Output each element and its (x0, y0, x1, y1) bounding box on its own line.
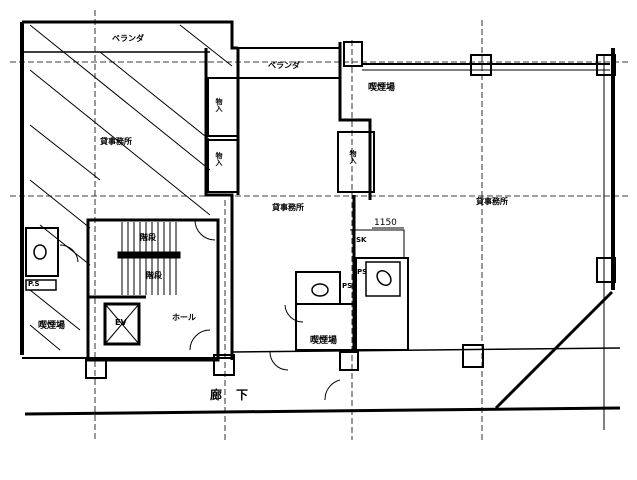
veranda-left-label: ベランダ (112, 34, 144, 43)
hall-label: ホール (172, 313, 196, 322)
smoking-area-left-label: 喫煙場 (38, 321, 66, 331)
office-left-label: 貸事務所 (100, 137, 132, 146)
smoking-area-top-right-label: 喫煙場 (368, 83, 396, 93)
smoking-area-center-label: 喫煙場 (310, 336, 338, 346)
closet-a-label: 物入 (215, 98, 223, 112)
closet-c (337, 131, 375, 193)
column (470, 54, 492, 76)
left-wing-wall (22, 20, 238, 50)
dimension-label: 1150 (374, 218, 397, 228)
veranda-center-label: ベランダ (268, 61, 300, 70)
closet-a (207, 77, 239, 137)
column (343, 41, 363, 67)
diagonal-wall (494, 290, 614, 410)
toilet-far-left (25, 227, 59, 277)
corridor-label: 廊下 (210, 388, 263, 402)
toilet-left (295, 271, 341, 305)
stairs-bottom-label: 階段 (146, 271, 162, 280)
center-left-wall (204, 48, 234, 360)
ps-left-label: P.S (28, 280, 40, 288)
closet-c-label: 物入 (349, 150, 357, 164)
sk-label: SK (356, 236, 367, 244)
closet-b (207, 139, 239, 193)
office-right-label: 貸事務所 (476, 197, 508, 206)
ps-right-label: PS (357, 268, 368, 276)
office-center-label: 貸事務所 (272, 203, 304, 212)
closet-b-label: 物入 (215, 152, 223, 166)
top-right-wall (338, 42, 372, 200)
door-swings (59, 219, 341, 401)
elevator-label: EV (115, 318, 127, 327)
corridor-bottom-wall (24, 406, 621, 416)
elevator-shaft (103, 302, 141, 346)
grid-lines (10, 10, 630, 440)
stairs-top-label: 階段 (140, 233, 156, 242)
hatching (29, 24, 233, 351)
stairwell (86, 218, 220, 362)
column (462, 344, 484, 368)
column (596, 257, 616, 283)
ps-center-label: PS (342, 282, 353, 290)
